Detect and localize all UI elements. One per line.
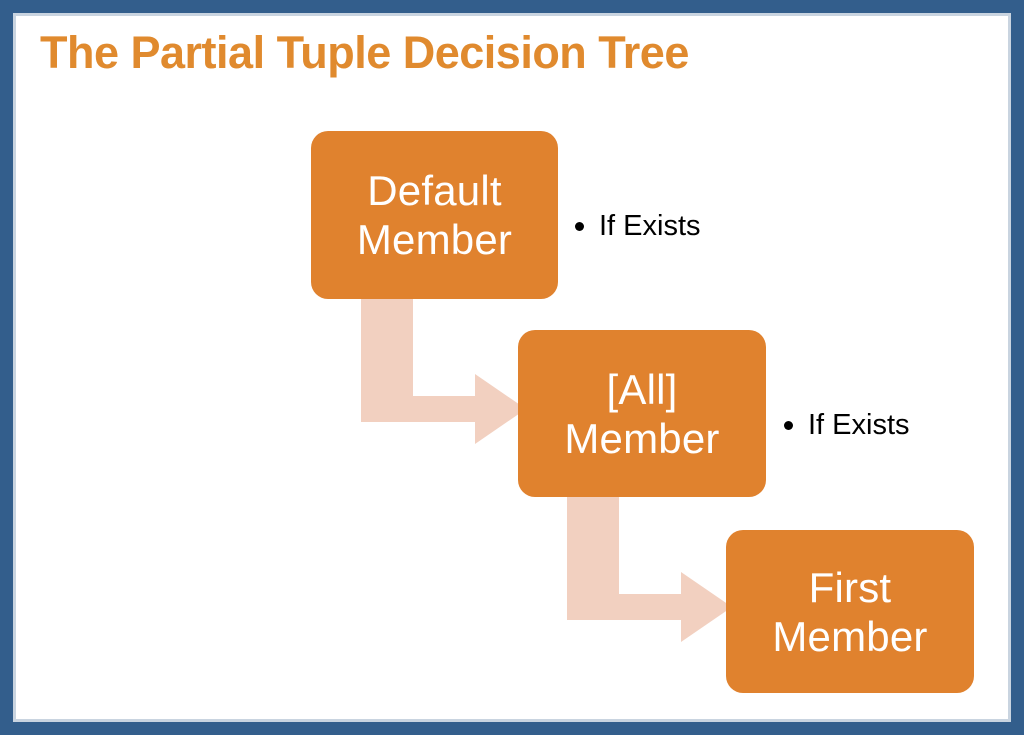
node-default-member-label: Default Member: [356, 167, 513, 263]
annotation-all-member: If Exists: [784, 408, 910, 442]
annotation-all-member-text: If Exists: [808, 409, 910, 441]
page-title: The Partial Tuple Decision Tree: [40, 27, 689, 78]
bullet-dot-icon: [575, 221, 584, 231]
node-all-member[interactable]: [All] Member: [518, 330, 766, 497]
annotation-default-member: If Exists: [575, 209, 701, 243]
annotation-default-member-text: If Exists: [599, 210, 701, 242]
slide-content-area: The Partial Tuple Decision Tree Default …: [16, 16, 1008, 719]
node-first-member-label: First Member: [772, 563, 928, 660]
connector-all-to-first-arrow-icon: [567, 497, 732, 642]
bullet-dot-icon: [784, 420, 793, 430]
node-first-member[interactable]: First Member: [726, 530, 974, 693]
node-default-member[interactable]: Default Member: [311, 131, 558, 299]
node-all-member-label: [All] Member: [564, 365, 720, 462]
connector-default-to-all-arrow-icon: [361, 299, 526, 444]
